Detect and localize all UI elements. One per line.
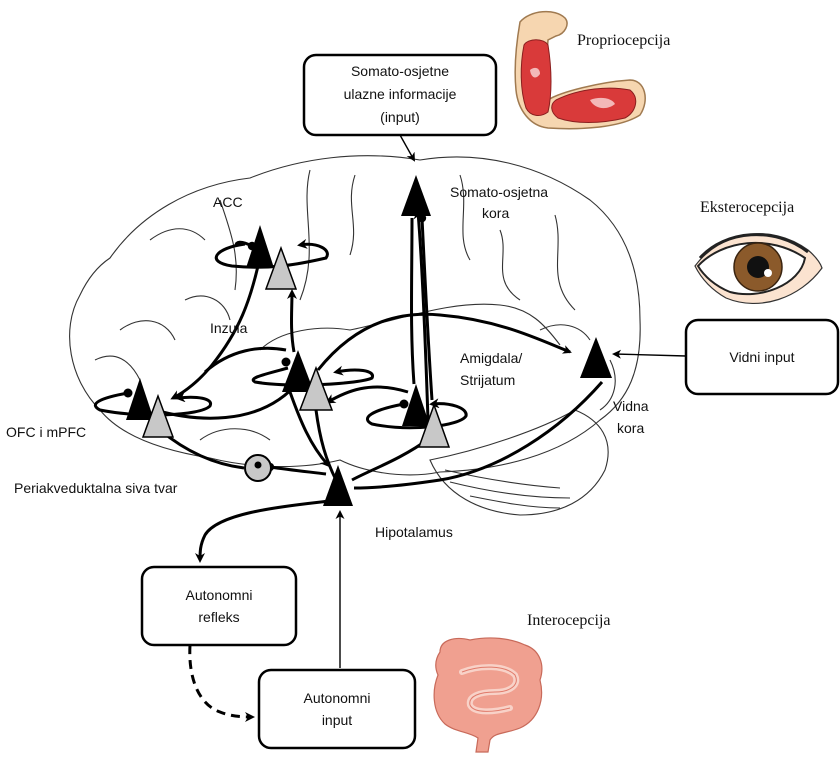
acc-neuron-dark [246,225,274,268]
reflex-line2: refleks [198,609,239,625]
brain-outline [69,155,641,516]
arm-muscle-icon [514,10,646,130]
interoception-label: Interocepcija [527,612,611,629]
region-labels: ACC Inzula OFC i mPFC Periakveduktalna s… [6,184,649,540]
exteroception-label: Eksterocepcija [700,199,794,216]
eye-icon [694,233,823,305]
autonomic-input-box: Autonomni input [257,668,417,750]
autonomic-input-line2: input [322,712,352,728]
somato-down [410,217,416,385]
somato-input-line3: (input) [380,109,420,125]
somato-neuron [401,175,431,216]
visual-cortex-label-2: kora [617,420,644,436]
amygdala-neuron-light [417,402,451,448]
visual-to-hypothalamus [353,381,604,490]
pag-label: Periakveduktalna siva tvar [14,480,178,496]
visual-cortex-label-1: Vidna [613,398,649,414]
somato-input-line2: ulazne informacije [344,86,457,102]
visual-input-arrow [612,349,687,359]
ofc-loop [93,391,213,417]
insula-to-hypothalamus [288,391,331,468]
insula-neuron-dark [282,350,314,392]
somato-input-arrow [399,134,415,162]
somato-cortex-label-2: kora [482,205,509,221]
hypothalamus-to-reflex [195,498,339,563]
proprioception-label: Propriocepcija [577,32,670,49]
acc-label: ACC [213,194,243,210]
somato-input-box: Somato-osjetne ulazne informacije (input… [302,53,498,137]
reflex-line1: Autonomni [186,587,253,603]
amygdala-label-2: Strijatum [460,372,515,388]
ofc-label: OFC i mPFC [6,424,86,440]
acc-to-ofc [170,265,260,400]
insula-label: Inzula [210,320,248,336]
somato-cortex-label-1: Somato-osjetna [450,184,548,200]
insula-to-acc [286,289,297,353]
intestine-icon [433,637,543,753]
somato-to-amygdala [417,213,434,401]
acc-neuron-light [264,245,298,290]
reflex-to-input-dashed [188,644,255,722]
amygdala-neuron-dark [402,384,430,426]
insula-neuron-light [298,365,334,411]
visual-to-insula [316,312,572,371]
ofc-to-insula [154,379,302,420]
visual-input-box: Vidni input [684,318,840,396]
visual-input-label: Vidni input [729,349,794,365]
hypothalamus-label: Hipotalamus [375,524,453,540]
amygdala-label-1: Amigdala/ [460,350,522,366]
ofc-neuron-dark [126,378,154,420]
neurons [126,175,612,506]
autonomic-input-line1: Autonomni [304,690,371,706]
visual-neuron [580,337,612,378]
hypothalamus-neuron [323,465,353,506]
somato-input-line1: Somato-osjetne [351,63,449,79]
ofc-neuron-light [141,393,175,438]
pag-to-hypothalamus [265,462,327,476]
autonomic-reflex-box: Autonomni refleks [140,565,298,647]
